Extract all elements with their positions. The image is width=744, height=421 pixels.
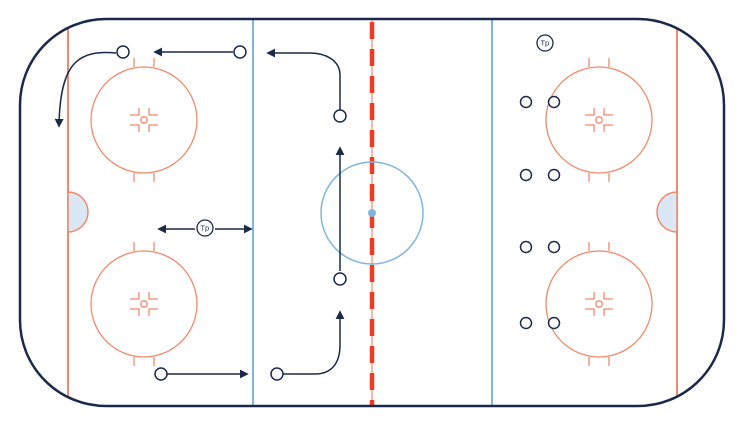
arrow-icon bbox=[266, 48, 341, 110]
circle-icon bbox=[547, 95, 561, 109]
left-goal-crease bbox=[67, 191, 89, 233]
circle-icon bbox=[547, 316, 561, 330]
rink-markings bbox=[67, 19, 678, 406]
coach-tp-icon: Tp bbox=[536, 34, 554, 52]
circle-icon bbox=[333, 272, 347, 286]
faceoff-center-marker bbox=[585, 292, 613, 316]
circle-icon bbox=[333, 109, 347, 123]
faceoff-dot bbox=[595, 300, 603, 308]
center-faceoff-dot bbox=[368, 209, 376, 217]
right-goal-crease bbox=[656, 191, 678, 233]
arrow-icon bbox=[54, 51, 117, 128]
circle-icon bbox=[519, 240, 533, 254]
rink-boards bbox=[18, 17, 726, 408]
faceoff-dot bbox=[140, 116, 148, 124]
faceoff-circle bbox=[545, 66, 653, 174]
circle-icon bbox=[519, 95, 533, 109]
coach-label: Tp bbox=[200, 225, 210, 233]
players bbox=[116, 45, 561, 381]
center-faceoff-circle bbox=[320, 161, 424, 265]
coach-label: Tp bbox=[540, 40, 550, 48]
coach-tp-icon: Tp bbox=[196, 219, 214, 237]
faceoff-circle bbox=[545, 250, 653, 358]
faceoff-center-marker bbox=[130, 292, 158, 316]
circle-icon bbox=[547, 240, 561, 254]
circle-icon bbox=[233, 45, 247, 59]
circle-icon bbox=[154, 367, 168, 381]
arrow-icon bbox=[283, 310, 345, 375]
faceoff-circle bbox=[90, 250, 198, 358]
faceoff-dot bbox=[140, 300, 148, 308]
circle-icon bbox=[270, 367, 284, 381]
faceoff-circles bbox=[90, 58, 653, 366]
circle-icon bbox=[519, 316, 533, 330]
circle-icon bbox=[116, 45, 130, 59]
circle-icon bbox=[519, 168, 533, 182]
circle-icon bbox=[547, 168, 561, 182]
faceoff-center-marker bbox=[130, 108, 158, 132]
faceoff-dot bbox=[595, 116, 603, 124]
drill-arrows bbox=[54, 47, 345, 379]
faceoff-circle bbox=[90, 66, 198, 174]
faceoff-center-marker bbox=[585, 108, 613, 132]
